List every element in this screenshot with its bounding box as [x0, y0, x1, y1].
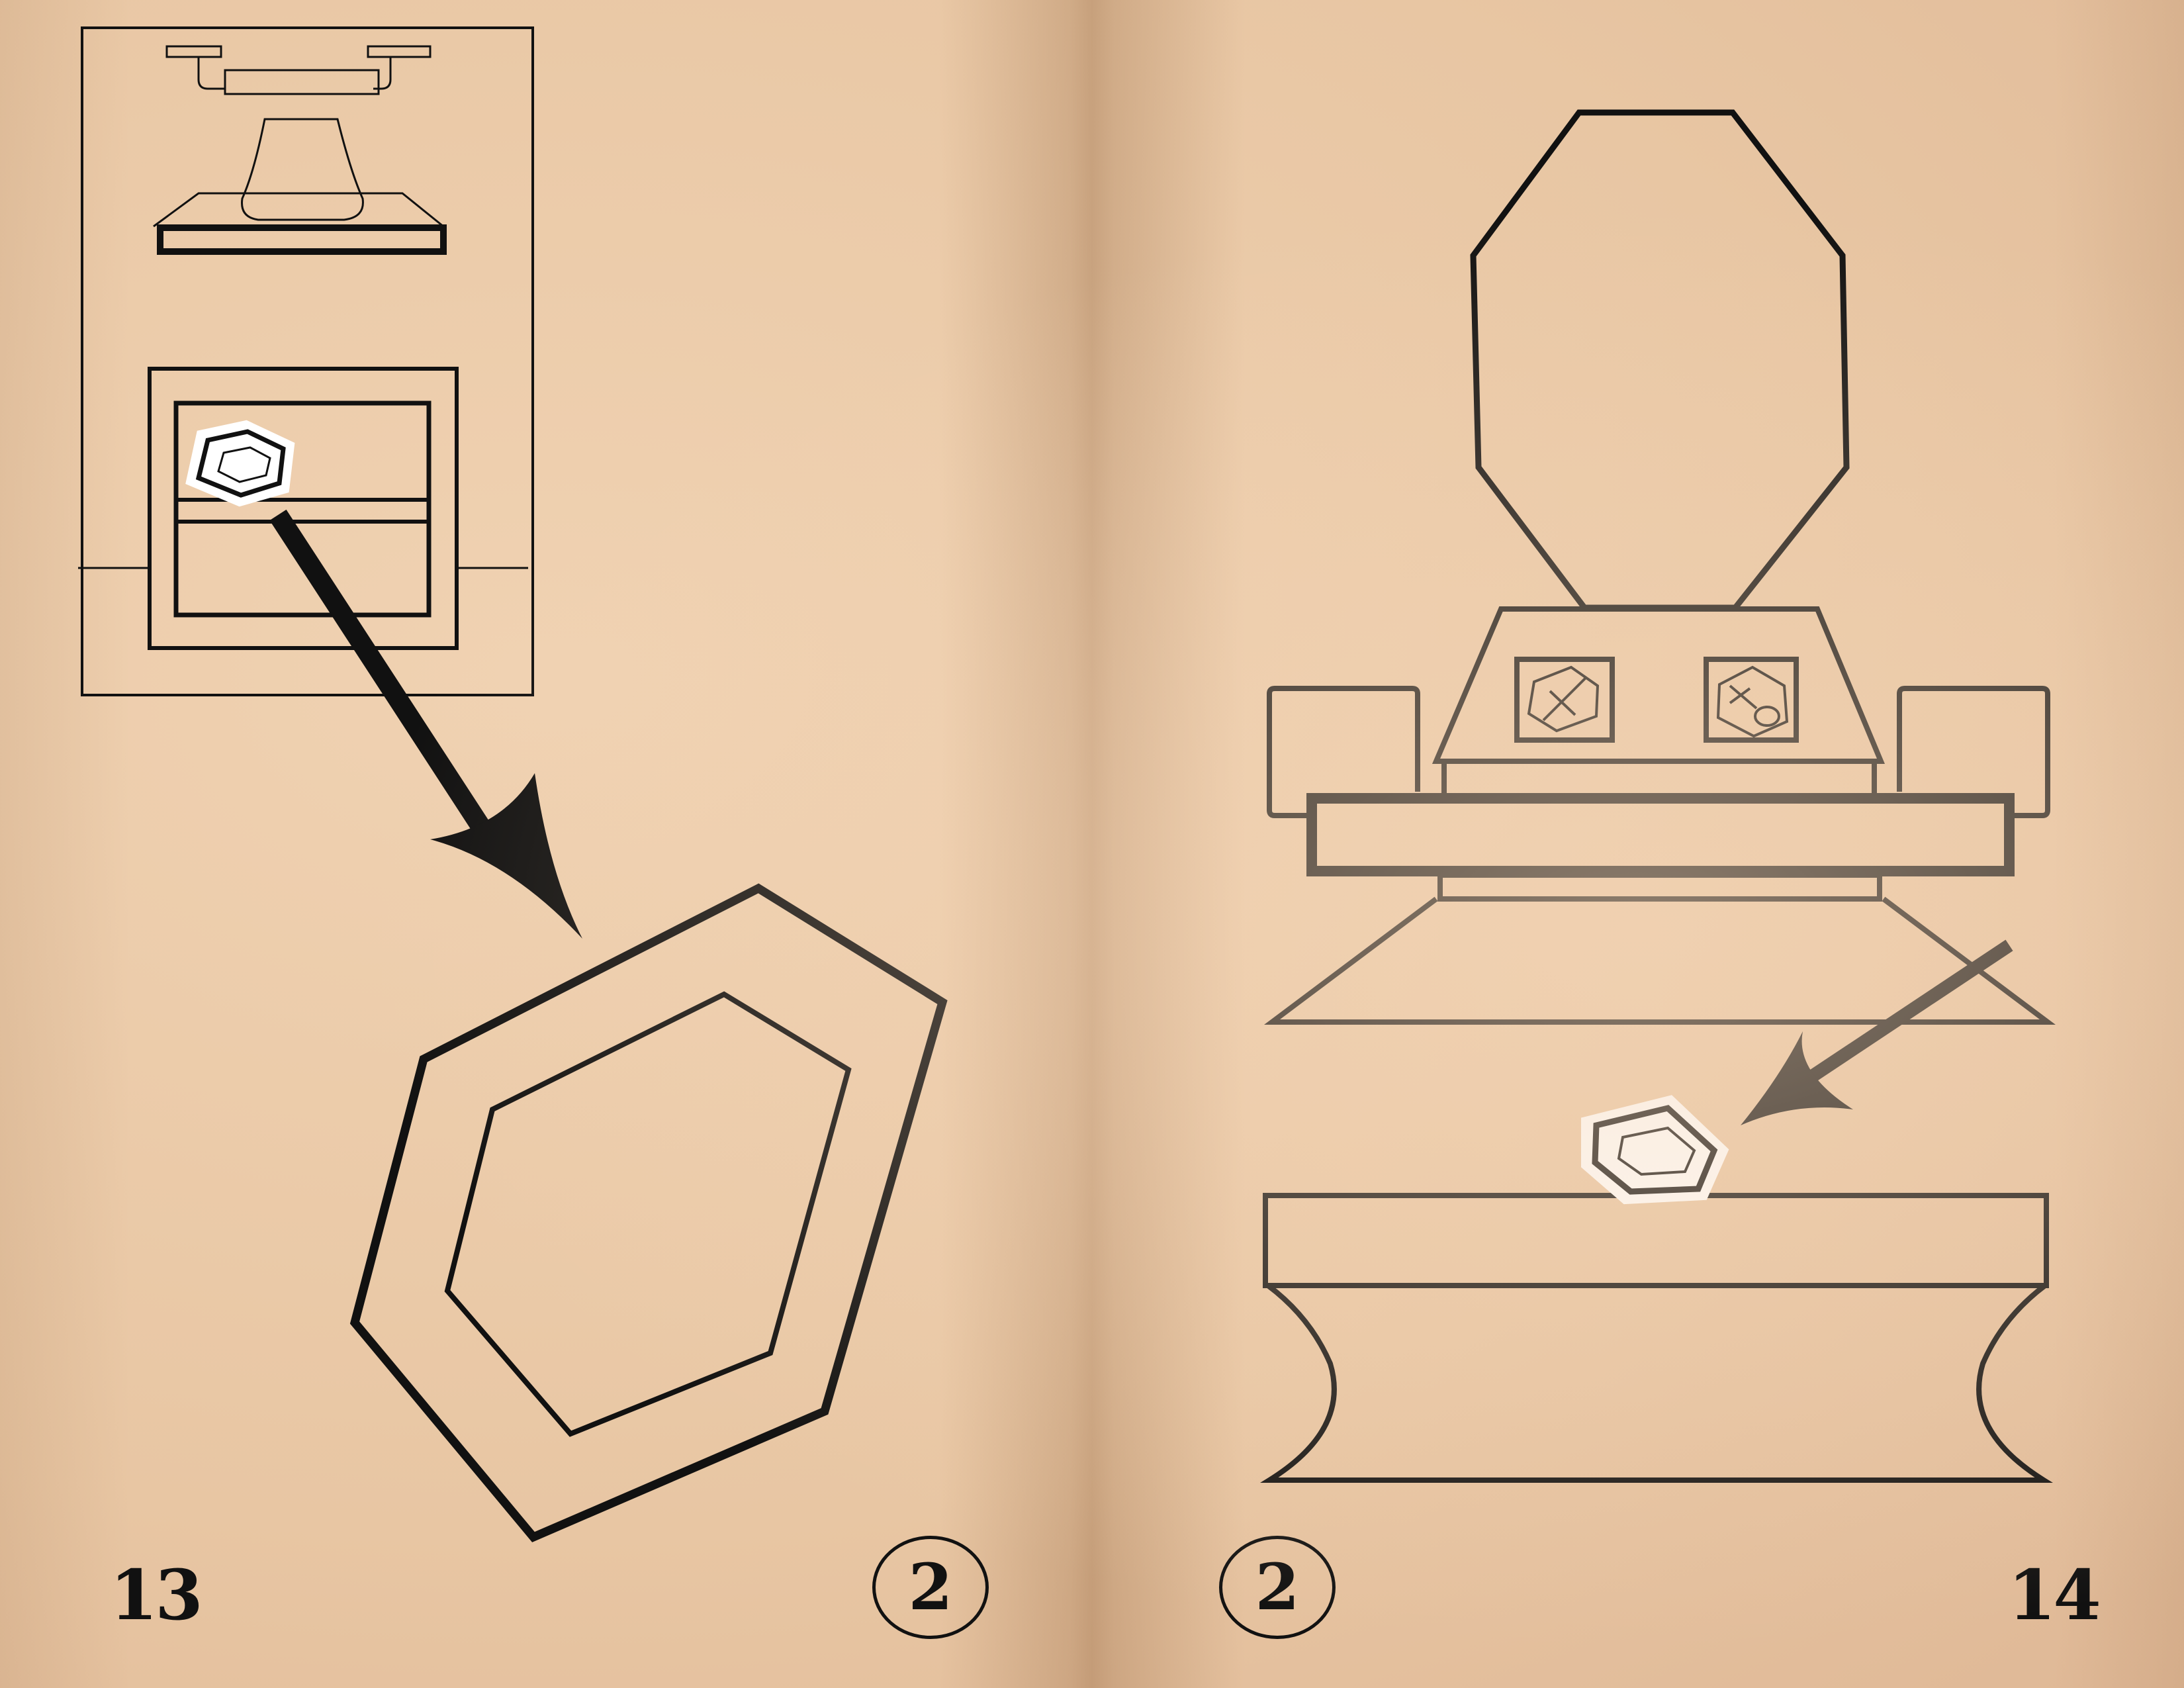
- inset-drawer: [173, 400, 432, 618]
- hexagon-gem-icon: [1581, 1095, 1729, 1205]
- arrow-icon: [269, 509, 582, 939]
- inset-frame: [81, 26, 534, 696]
- tray: [1306, 793, 2015, 876]
- inset-cup-outline: [241, 118, 364, 221]
- hexagon-gem-icon: [185, 420, 295, 507]
- page-number-right: 14: [2008, 1554, 2101, 1636]
- page-number-left: 13: [110, 1554, 203, 1636]
- cross-symbol-icon: [1514, 657, 1615, 743]
- right-handle: [1897, 686, 2050, 818]
- inset-shelf: [153, 192, 444, 228]
- inset-panel: [78, 26, 534, 696]
- inset-box: [148, 367, 459, 650]
- venus-symbol-icon: [1704, 657, 1799, 743]
- symbol-stand: [1432, 606, 1886, 764]
- step-badge-left: 2: [872, 1536, 989, 1639]
- hexagon-gem-icon: [349, 883, 948, 1542]
- step-badge-right: 2: [1219, 1536, 1336, 1639]
- arrow-icon: [1741, 939, 2013, 1125]
- inset-shelf-board: [157, 224, 447, 255]
- pedestal-top: [1264, 896, 2056, 1025]
- plinth: [1260, 1193, 2053, 1483]
- inset-top-bar: [165, 45, 432, 95]
- left-handle: [1267, 686, 1420, 818]
- octagon-panel: [1470, 109, 1850, 611]
